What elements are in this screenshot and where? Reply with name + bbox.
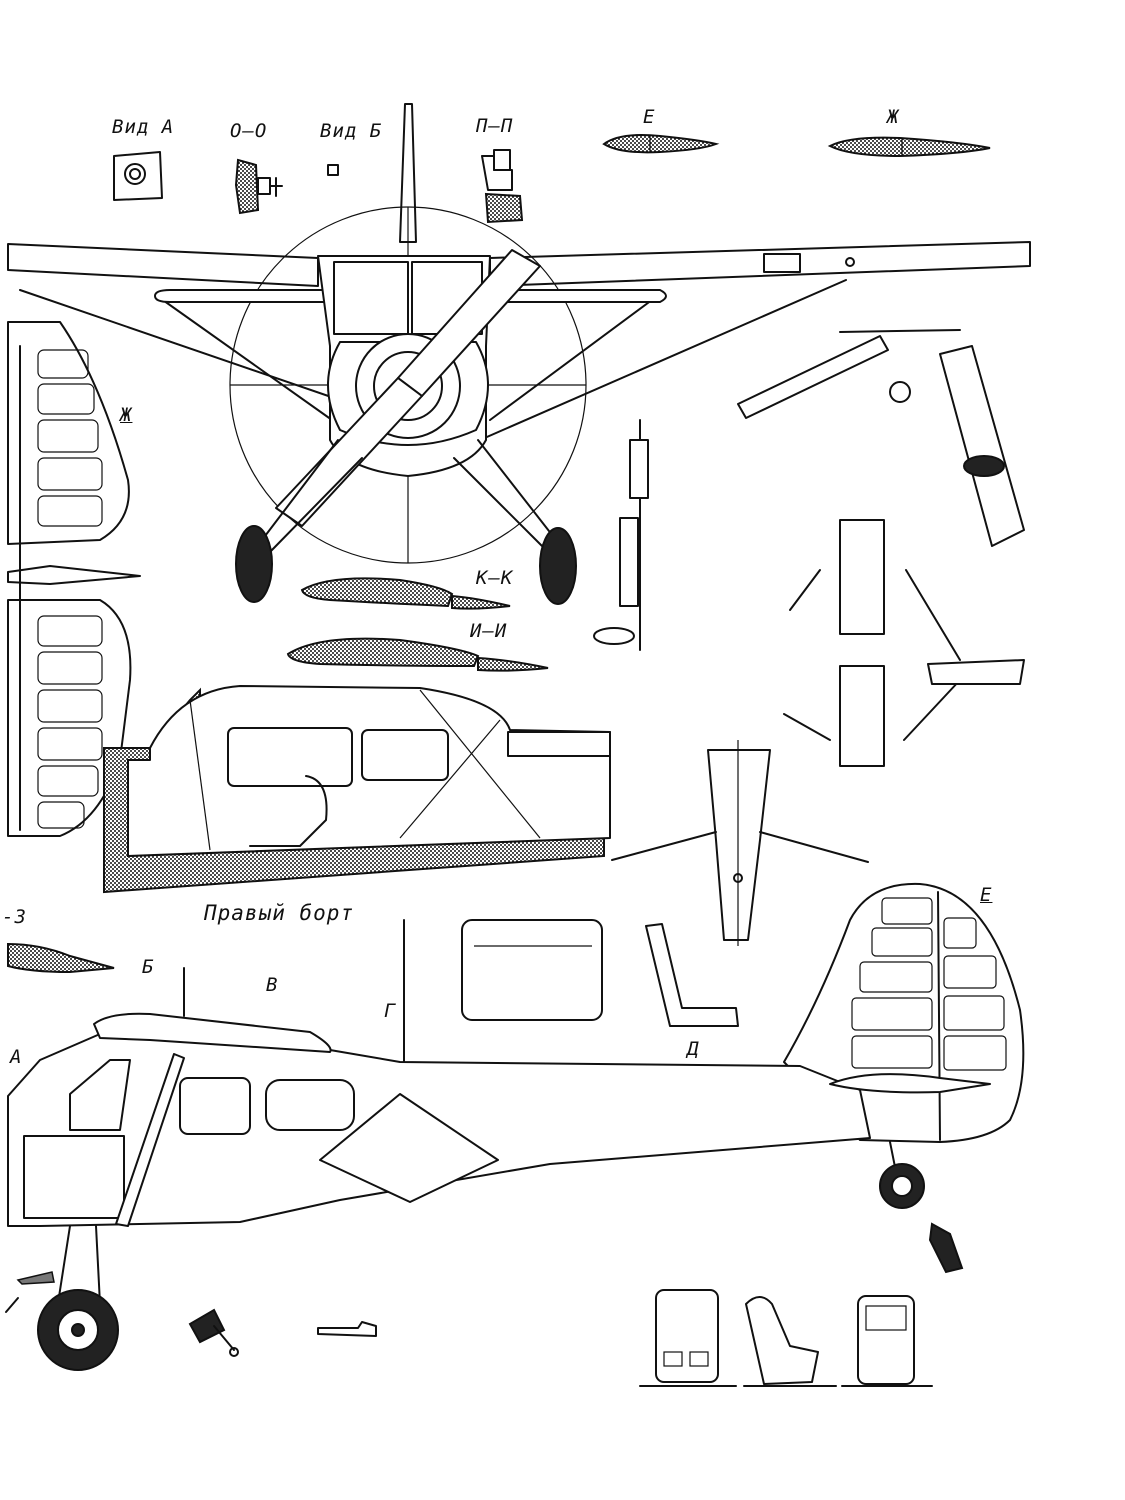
- strut-detail-center: [593, 419, 649, 651]
- tail-hinge-detail: [611, 740, 869, 946]
- front-view: [7, 103, 1031, 605]
- seat-back-detail: [461, 919, 603, 1021]
- section-3-label: -3: [2, 906, 27, 928]
- section-o-o-label: О—О: [230, 120, 268, 142]
- mark-v-label: В: [266, 974, 279, 996]
- seat-views-bottom: [639, 1289, 933, 1387]
- section-o-o-detail: [234, 158, 283, 215]
- mark-b-label: Б: [142, 956, 155, 978]
- seat-side-detail: [645, 923, 739, 1027]
- strut-detail-right: [737, 329, 1025, 547]
- section-zh-top-label: Ж: [887, 106, 900, 128]
- view-a-label: Вид А: [112, 116, 175, 138]
- side-view: [7, 882, 1025, 1371]
- airfoil-i-i: [286, 637, 549, 672]
- mark-d-label: Д: [687, 1038, 700, 1060]
- section-k-k-label: К—К: [476, 567, 514, 589]
- section-zh-left-label: Ж: [120, 404, 133, 426]
- section-p-p-detail: [481, 149, 524, 224]
- spar-fitting-detail: [783, 519, 1025, 767]
- cabin-cutaway: [103, 685, 611, 894]
- mark-g-label: Г: [384, 1000, 397, 1022]
- airfoil-k-k: [300, 577, 511, 610]
- mark-a-label: А: [10, 1046, 23, 1068]
- section-p-p-label: П—П: [476, 115, 514, 137]
- view-b-label: Вид Б: [320, 120, 383, 142]
- view-b-detail: [327, 164, 339, 176]
- section-e-top-label: Е: [643, 106, 656, 128]
- section-i-i-label: И—И: [470, 620, 508, 642]
- airfoil-zh-top: [827, 136, 991, 158]
- right-side-label: Правый борт: [204, 901, 355, 925]
- small-parts-bottom: [5, 1222, 964, 1357]
- airfoil-e-top: [602, 134, 720, 154]
- wing-rib-view-left: [7, 321, 141, 837]
- section-e-right-label: Е: [980, 884, 993, 906]
- view-a-detail: [113, 151, 163, 201]
